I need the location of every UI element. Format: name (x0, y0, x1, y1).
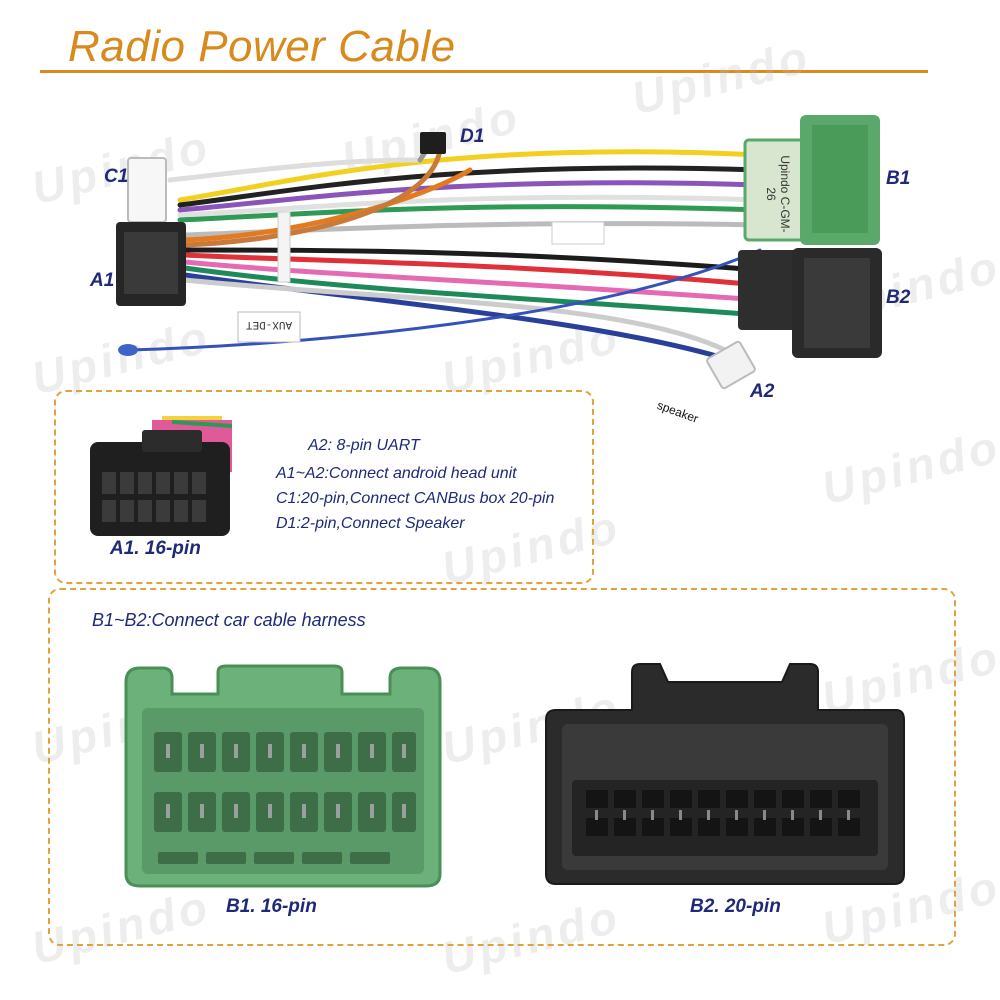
a1-connector-photo (90, 416, 233, 536)
c1-connector (127, 157, 167, 223)
b2-collar (738, 250, 798, 330)
label-a2: A2 (750, 381, 775, 402)
b1-sticker-text: Upindo C-GM-26 (764, 155, 792, 233)
cable-harness-illustration (116, 115, 882, 390)
caption-a1: A1. 16-pin (110, 538, 201, 559)
note-a2-uart: A2: 8-pin UART (308, 437, 420, 454)
aux-det-text: AUX-DET (245, 318, 293, 330)
title-underline (40, 70, 928, 73)
d1-connector (420, 132, 446, 154)
b-connectors-box (48, 588, 956, 946)
label-b2: B2 (886, 287, 911, 308)
caption-b2: B2. 20-pin (690, 896, 781, 917)
aux-det-sticker (237, 311, 301, 343)
note-a1-a2: A1~A2:Connect android head unit (276, 465, 517, 482)
label-c1: C1 (104, 166, 129, 187)
note-d1: D1:2-pin,Connect Speaker (276, 515, 465, 532)
label-a1: A1 (90, 270, 115, 291)
aux-probe-tip (118, 344, 138, 356)
note-c1: C1:20-pin,Connect CANBus box 20-pin (276, 490, 555, 507)
a1-info-box (54, 390, 594, 584)
label-speaker: speaker (655, 398, 701, 426)
label-d1: D1 (460, 126, 485, 147)
b1-connector-photo (124, 664, 442, 888)
auto-ant-sticker (551, 221, 605, 245)
caption-b1: B1. 16-pin (226, 896, 317, 917)
label-b1: B1 (886, 168, 911, 189)
page-title: Radio Power Cable (68, 22, 456, 71)
watermark: Upindo (816, 419, 1000, 515)
zip-tie (277, 211, 291, 283)
b2-connector-photo (545, 663, 905, 885)
note-b1-b2: B1~B2:Connect car cable harness (92, 610, 366, 630)
a2-connector (706, 340, 756, 390)
